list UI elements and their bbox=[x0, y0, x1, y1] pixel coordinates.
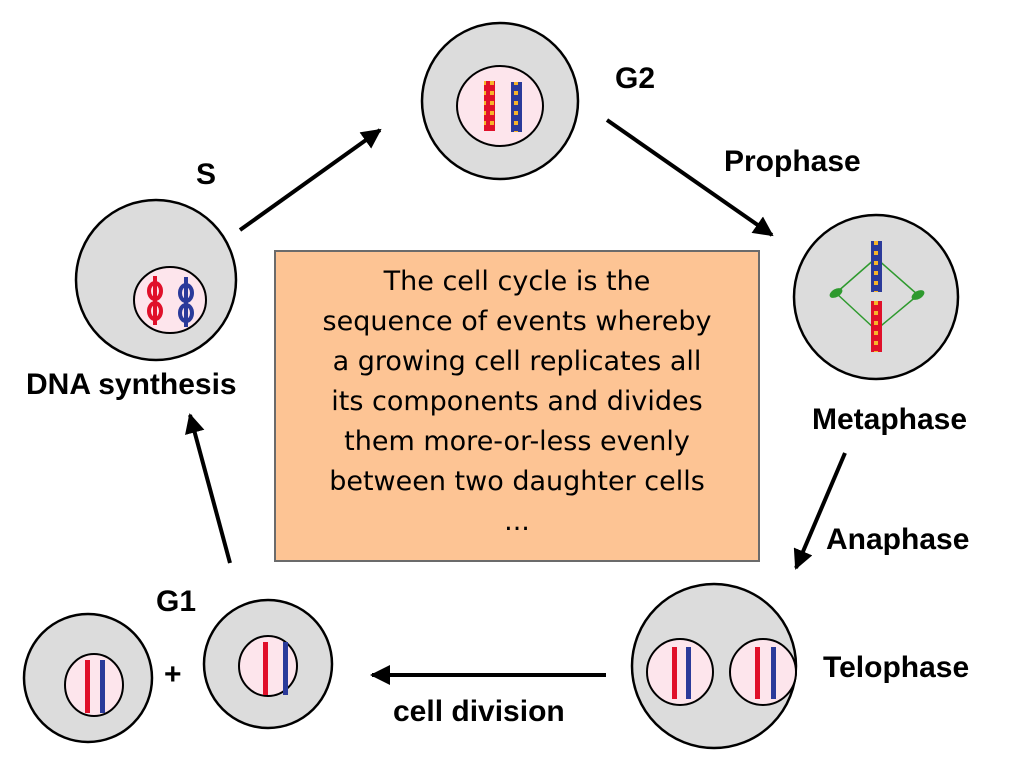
nucleus-g2 bbox=[456, 65, 544, 147]
nucleus-telophase-right bbox=[729, 638, 797, 706]
description-line: them more-or-less evenly bbox=[344, 426, 690, 457]
description-line: a growing cell replicates all bbox=[332, 346, 702, 377]
cell-g2 bbox=[420, 21, 580, 181]
centrosome-left bbox=[829, 288, 843, 298]
chromosome-red-aligned bbox=[871, 301, 882, 352]
cell-g1-middle bbox=[202, 598, 334, 730]
cell-g1-left bbox=[22, 612, 154, 744]
cell-metaphase bbox=[792, 213, 960, 381]
label-plus: + bbox=[164, 658, 182, 691]
description-line: The cell cycle is the bbox=[383, 266, 651, 297]
chromosome-blue-aligned bbox=[871, 241, 882, 292]
label-g2: G2 bbox=[615, 62, 655, 95]
label-anaphase: Anaphase bbox=[826, 523, 969, 556]
cell-telophase bbox=[630, 582, 798, 750]
label-s: S bbox=[196, 158, 216, 191]
label-metaphase: Metaphase bbox=[812, 403, 967, 436]
label-g1: G1 bbox=[156, 585, 196, 618]
description-line: sequence of events whereby bbox=[322, 306, 712, 337]
description-line: its components and divides bbox=[331, 386, 703, 417]
arrow-metaphase-to-telophase bbox=[793, 452, 847, 570]
arrow-g2-to-metaphase bbox=[605, 118, 774, 237]
description-line: between two daughter cells bbox=[329, 466, 705, 497]
nucleus-s bbox=[133, 266, 207, 334]
label-telophase: Telophase bbox=[823, 651, 969, 684]
chromosome-blue-replicated bbox=[511, 82, 522, 132]
spindle-fibers bbox=[835, 257, 919, 331]
arrow-g1-to-s bbox=[185, 413, 232, 564]
label-prophase: Prophase bbox=[724, 145, 861, 178]
chromosome-red-replicated bbox=[484, 81, 495, 131]
chromosome-red-replicating bbox=[147, 276, 163, 325]
nucleus-telophase-left bbox=[646, 638, 714, 706]
description-line: ... bbox=[504, 506, 530, 537]
centrosome-right bbox=[911, 290, 925, 300]
arrow-s-to-g2 bbox=[238, 128, 382, 232]
chromosome-blue-replicating bbox=[178, 277, 194, 327]
cell-s bbox=[74, 198, 238, 362]
label-cell-division: cell division bbox=[393, 695, 565, 728]
label-dna-synthesis: DNA synthesis bbox=[26, 368, 237, 401]
description-box: The cell cycle is the sequence of events… bbox=[274, 250, 760, 562]
